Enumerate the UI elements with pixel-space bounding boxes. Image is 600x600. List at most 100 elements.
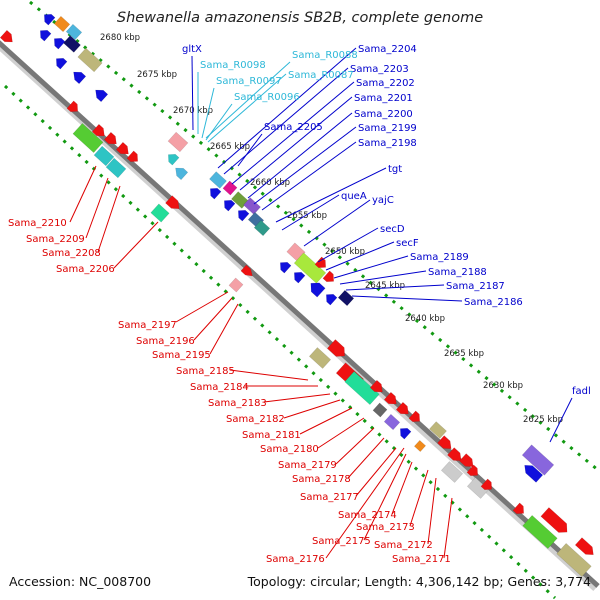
rna-cyan (168, 154, 180, 166)
gene-label: Sama_2206 (56, 264, 115, 275)
cds-seagreen (253, 219, 271, 237)
forward-cds (383, 391, 397, 405)
leader-line (201, 87, 215, 139)
leader-line (247, 112, 353, 199)
forward-cds (126, 150, 138, 162)
cds-orange (53, 15, 71, 33)
tick-label: 2625 kbp (523, 415, 563, 425)
leader-line (549, 397, 573, 443)
gene-label: Sama_R0088 (292, 50, 358, 61)
leader-line (363, 453, 407, 541)
leader-line (275, 167, 387, 223)
leader-line (409, 469, 429, 527)
reverse-cds (238, 210, 250, 222)
leader-line (217, 47, 357, 169)
cds-cyan (209, 171, 227, 189)
tick-label: 2650 kbp (325, 247, 365, 257)
cds-teal (105, 157, 127, 179)
gene-label: tgt (388, 164, 402, 175)
inner-dotted-line (3, 84, 557, 600)
leader-line (283, 399, 341, 419)
leader-line (347, 437, 385, 479)
leader-line (69, 165, 97, 223)
leader-line (239, 96, 353, 191)
label-leader-lines (69, 47, 573, 559)
tick-label: 2675 kbp (137, 70, 177, 80)
tick-label: 2680 kbp (100, 33, 140, 43)
gene-label: Sama_2172 (374, 540, 433, 551)
cds-mint (344, 371, 380, 405)
leader-line (281, 194, 340, 231)
leader-line (261, 141, 357, 211)
leader-line (391, 461, 413, 515)
leader-line (263, 393, 331, 403)
gene-label: Sama_R0096 (234, 92, 300, 103)
gene-label: Sama_2184 (190, 382, 249, 393)
gene-features (0, 14, 594, 577)
gene-label: Sama_2203 (350, 64, 409, 75)
cds-purple (521, 444, 555, 476)
leader-line (237, 133, 263, 167)
cds-grey (440, 461, 464, 483)
reverse-cds (400, 428, 412, 440)
cds-dark (337, 289, 355, 307)
gene-label: Sama_2185 (176, 366, 235, 377)
tick-label: 2660 kbp (250, 178, 290, 188)
gene-label: Sama_2180 (260, 444, 319, 455)
forward-cds (466, 464, 478, 476)
forward-cds (574, 537, 594, 555)
outer-dotted-line (29, 0, 599, 472)
forward-cds (512, 502, 524, 514)
leader-line (339, 270, 427, 285)
gene-label: Sama_2179 (278, 460, 337, 471)
cds-dark (63, 35, 81, 53)
gene-label: secF (396, 238, 419, 249)
forward-cds (322, 270, 334, 282)
forward-cds (115, 141, 129, 155)
gene-label: Sama_2177 (300, 492, 359, 503)
leader-line (85, 177, 109, 239)
gene-label: Sama_R0097 (216, 76, 282, 87)
tick-label: 2645 kbp (365, 281, 405, 291)
gene-label: Sama_2171 (392, 554, 451, 565)
gene-label: queA (341, 191, 367, 202)
tick-label: 2655 kbp (287, 211, 327, 221)
leader-line (253, 126, 357, 205)
gene-label: Sama_2178 (292, 474, 351, 485)
leader-line (193, 297, 233, 341)
gene-label: Sama_2199 (358, 123, 417, 134)
rna-pink (167, 131, 189, 153)
leader-line (191, 55, 194, 131)
leader-line (299, 407, 353, 435)
leader-line (205, 61, 291, 139)
reverse-cds (40, 30, 52, 42)
cds-cyan (65, 23, 83, 41)
tick-dot-lines (3, 0, 599, 600)
gene-label: Sama_2188 (428, 267, 487, 278)
rna-cyan (175, 167, 189, 181)
cds-khaki (77, 47, 103, 73)
cds-grey (372, 402, 388, 418)
forward-cds (459, 453, 474, 467)
gene-label: Sama_R0087 (288, 70, 354, 81)
leader-line (317, 417, 365, 449)
forward-cds (480, 478, 492, 490)
forward-cds (437, 435, 452, 449)
leader-line (355, 447, 397, 497)
gene-label: Sama_2173 (356, 522, 415, 533)
cds-khaki (308, 347, 332, 369)
forward-cds (91, 123, 105, 137)
gene-label: Sama_2195 (152, 350, 211, 361)
gene-label: fadl (572, 386, 591, 397)
gene-label: Sama_2175 (312, 536, 371, 547)
leader-line (97, 185, 121, 253)
leader-line (113, 221, 159, 269)
leader-line (175, 291, 229, 323)
leader-line (303, 199, 371, 247)
gene-label: Sama_2174 (338, 510, 397, 521)
rna-pink (228, 277, 244, 293)
forward-cds (240, 264, 253, 277)
gene-label: Sama_2197 (118, 320, 177, 331)
cds-mint (150, 203, 170, 223)
